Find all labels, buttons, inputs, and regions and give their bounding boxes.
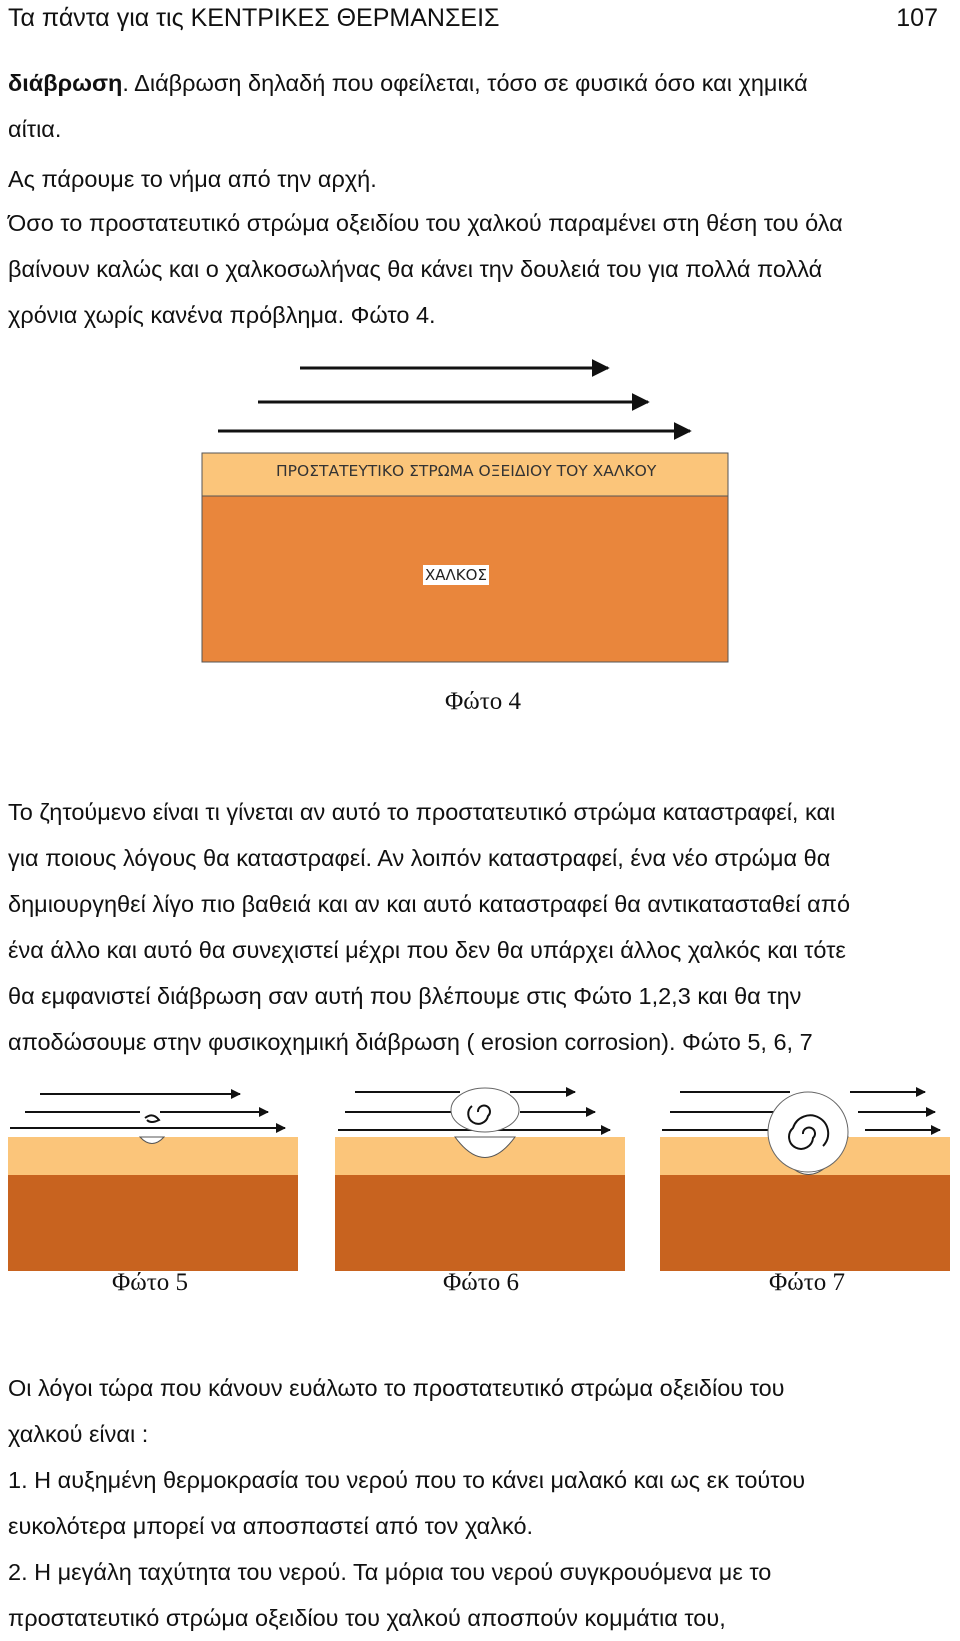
text-line: Όσο το προστατευτικό στρώμα οξειδίου του… (8, 210, 843, 236)
figure-4-diagram (201, 359, 729, 663)
page-number: 107 (896, 4, 938, 32)
bold-term: διάβρωση (8, 70, 123, 96)
list-item: 2. Η μεγάλη ταχύτητα του νερού. Τα μόρια… (8, 1549, 943, 1641)
paragraph-start: Ας πάρουμε το νήμα από την αρχή. (8, 156, 943, 202)
figure-7-erosion-advanced (660, 1087, 950, 1271)
text-line: Οι λόγοι τώρα που κάνουν ευάλωτο το προσ… (8, 1375, 785, 1401)
text-line: Η αυξημένη θερμοκρασία του νερού που το … (34, 1467, 806, 1493)
page-header: Τα πάντα για τις ΚΕΝΤΡΙΚΕΣ ΘΕΡΜΑΝΣΕΙΣ 10… (8, 2, 938, 34)
oxide-layer-label: ΠΡΟΣΤΑΤΕΥΤΙΚΟ ΣΤΡΩΜΑ ΟΞΕΙΔΙΟΥ ΤΟΥ ΧΑΛΚΟΥ (276, 462, 657, 480)
paragraph-destruction: Το ζητούμενο είναι τι γίνεται αν αυτό το… (8, 789, 943, 1065)
figure-6-erosion-progress (335, 1087, 625, 1271)
figure-6-caption: Φώτο 6 (443, 1269, 520, 1296)
figure-5-erosion-start (8, 1089, 298, 1271)
text-line: προστατευτικό στρώμα οξειδίου του χαλκού… (8, 1605, 726, 1631)
text-line: αίτια. (8, 116, 62, 142)
text-line: . Διάβρωση δηλαδή που οφείλεται, τόσο σε… (122, 70, 808, 96)
paragraph-intro: διάβρωση. Διάβρωση δηλαδή που οφείλεται,… (8, 60, 943, 152)
copper-label: ΧΑΛΚΟΣ (423, 565, 489, 585)
list-number: 1. (8, 1467, 28, 1493)
paragraph-oxide-layer: Όσο το προστατευτικό στρώμα οξειδίου του… (8, 200, 943, 338)
header-title: Τα πάντα για τις ΚΕΝΤΡΙΚΕΣ ΘΕΡΜΑΝΣΕΙΣ (8, 4, 500, 32)
text-line: ευκολότερα μπορεί να αποσπαστεί από τον … (8, 1513, 534, 1539)
text-line: ένα άλλο και αυτό θα συνεχιστεί μέχρι πο… (8, 937, 846, 963)
figure-5-caption: Φώτο 5 (112, 1269, 189, 1296)
reasons-list: 1. Η αυξημένη θερμοκρασία του νερού που … (8, 1457, 943, 1641)
text-line: Το ζητούμενο είναι τι γίνεται αν αυτό το… (8, 799, 836, 825)
text-line: Ας πάρουμε το νήμα από την αρχή. (8, 166, 377, 192)
text-line: χρόνια χωρίς κανένα πρόβλημα. Φώτο 4. (8, 302, 436, 328)
figure-4-caption: Φώτο 4 (445, 688, 522, 715)
paragraph-reasons: Οι λόγοι τώρα που κάνουν ευάλωτο το προσ… (8, 1365, 943, 1457)
oxide-layer (201, 452, 729, 497)
list-number: 2. (8, 1559, 28, 1585)
text-line: βαίνουν καλώς και ο χαλκοσωλήνας θα κάνε… (8, 256, 823, 282)
text-line: θα εμφανιστεί διάβρωση σαν αυτή που βλέπ… (8, 983, 802, 1009)
text-line: για ποιους λόγους θα καταστραφεί. Αν λοι… (8, 845, 831, 871)
figure-7-caption: Φώτο 7 (769, 1269, 846, 1296)
list-item: 1. Η αυξημένη θερμοκρασία του νερού που … (8, 1457, 943, 1549)
text-line: δημιουργηθεί λίγο πιο βαθειά και αν και … (8, 891, 851, 917)
text-line: χαλκού είναι : (8, 1421, 149, 1447)
text-line: Η μεγάλη ταχύτητα του νερού. Τα μόρια το… (34, 1559, 772, 1585)
text-line: αποδώσουμε στην φυσικοχημική διάβρωση ( … (8, 1029, 813, 1055)
